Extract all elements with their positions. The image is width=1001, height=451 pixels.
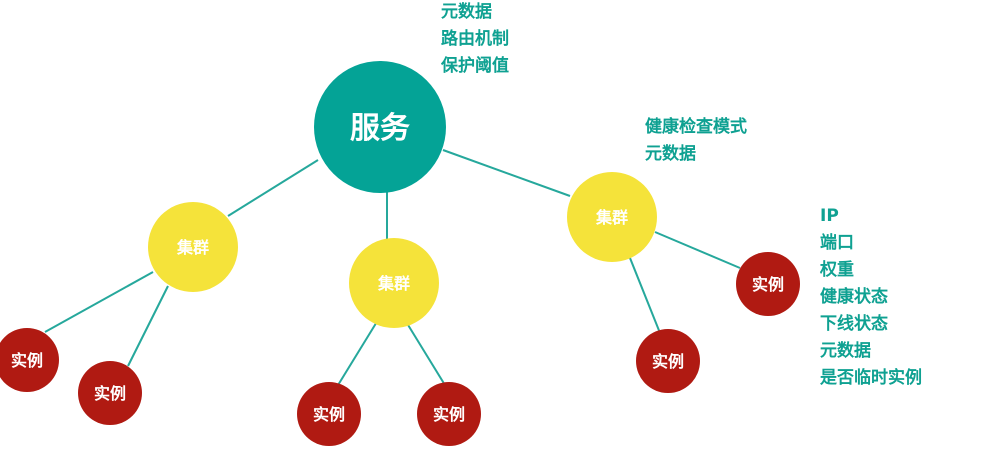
cluster-label-middle: 集群: [377, 274, 410, 293]
instance-circle-2: [78, 361, 142, 425]
instance-circle-1: [0, 328, 59, 392]
instance-circle-4: [417, 382, 481, 446]
edges: [44, 149, 741, 391]
cluster-circle-middle: [349, 238, 439, 328]
instance-node-5: 实例: [636, 329, 700, 393]
instance-attribute-item: 下线状态: [820, 313, 888, 334]
service-node: 服务: [314, 61, 446, 193]
edge-cluster-middle-instance-4: [404, 319, 449, 391]
instance-node-6: 实例: [736, 252, 800, 316]
edge-cluster-right-instance-5: [627, 252, 661, 334]
service-label: 服务: [350, 111, 410, 146]
edge-service-cluster-left: [227, 159, 319, 217]
instance-circle-5: [636, 329, 700, 393]
instance-node-2: 实例: [78, 361, 142, 425]
edge-cluster-middle-instance-3: [334, 319, 379, 391]
instance-attribute-item: 端口: [820, 232, 854, 253]
edge-cluster-left-instance-2: [127, 285, 169, 367]
instance-attribute-item: 权重: [819, 259, 854, 280]
cluster-circle-left: [148, 202, 238, 292]
instance-attribute-item: 元数据: [820, 340, 871, 361]
instance-attribute-item: 健康状态: [820, 286, 888, 307]
instance-circle-6: [736, 252, 800, 316]
instance-label-2: 实例: [94, 384, 126, 403]
instance-node-1: 实例: [0, 328, 59, 392]
cluster-node-right: 集群: [567, 172, 657, 262]
edge-cluster-left-instance-1: [44, 271, 154, 333]
instance-label-5: 实例: [652, 352, 684, 371]
cluster-node-middle: 集群: [349, 238, 439, 328]
cluster-label-left: 集群: [176, 238, 209, 257]
instance-attribute-item: 是否临时实例: [820, 367, 922, 388]
instance-circle-3: [297, 382, 361, 446]
instance-label-1: 实例: [11, 351, 43, 370]
edge-service-cluster-right: [442, 149, 571, 197]
cluster-attribute-item: 元数据: [645, 143, 696, 164]
cluster-circle-right: [567, 172, 657, 262]
service-attribute-item: 元数据: [441, 1, 492, 22]
service-attributes: 元数据 路由机制 保护阈值: [440, 1, 509, 76]
instance-node-3: 实例: [297, 382, 361, 446]
instance-attribute-item: IP: [820, 206, 839, 226]
service-attribute-item: 保护阈值: [440, 55, 509, 76]
service-circle: [314, 61, 446, 193]
cluster-attributes: 健康检查模式 元数据: [645, 116, 747, 164]
edge-cluster-right-instance-6: [654, 231, 741, 269]
instance-label-6: 实例: [752, 275, 784, 294]
cluster-label-right: 集群: [595, 208, 628, 227]
instance-node-4: 实例: [417, 382, 481, 446]
instance-attributes: IP 端口 权重 健康状态 下线状态 元数据 是否临时实例: [819, 206, 922, 388]
cluster-node-left: 集群: [148, 202, 238, 292]
instance-label-4: 实例: [433, 405, 465, 424]
service-attribute-item: 路由机制: [441, 28, 509, 49]
cluster-attribute-item: 健康检查模式: [645, 116, 747, 137]
instance-label-3: 实例: [313, 405, 345, 424]
